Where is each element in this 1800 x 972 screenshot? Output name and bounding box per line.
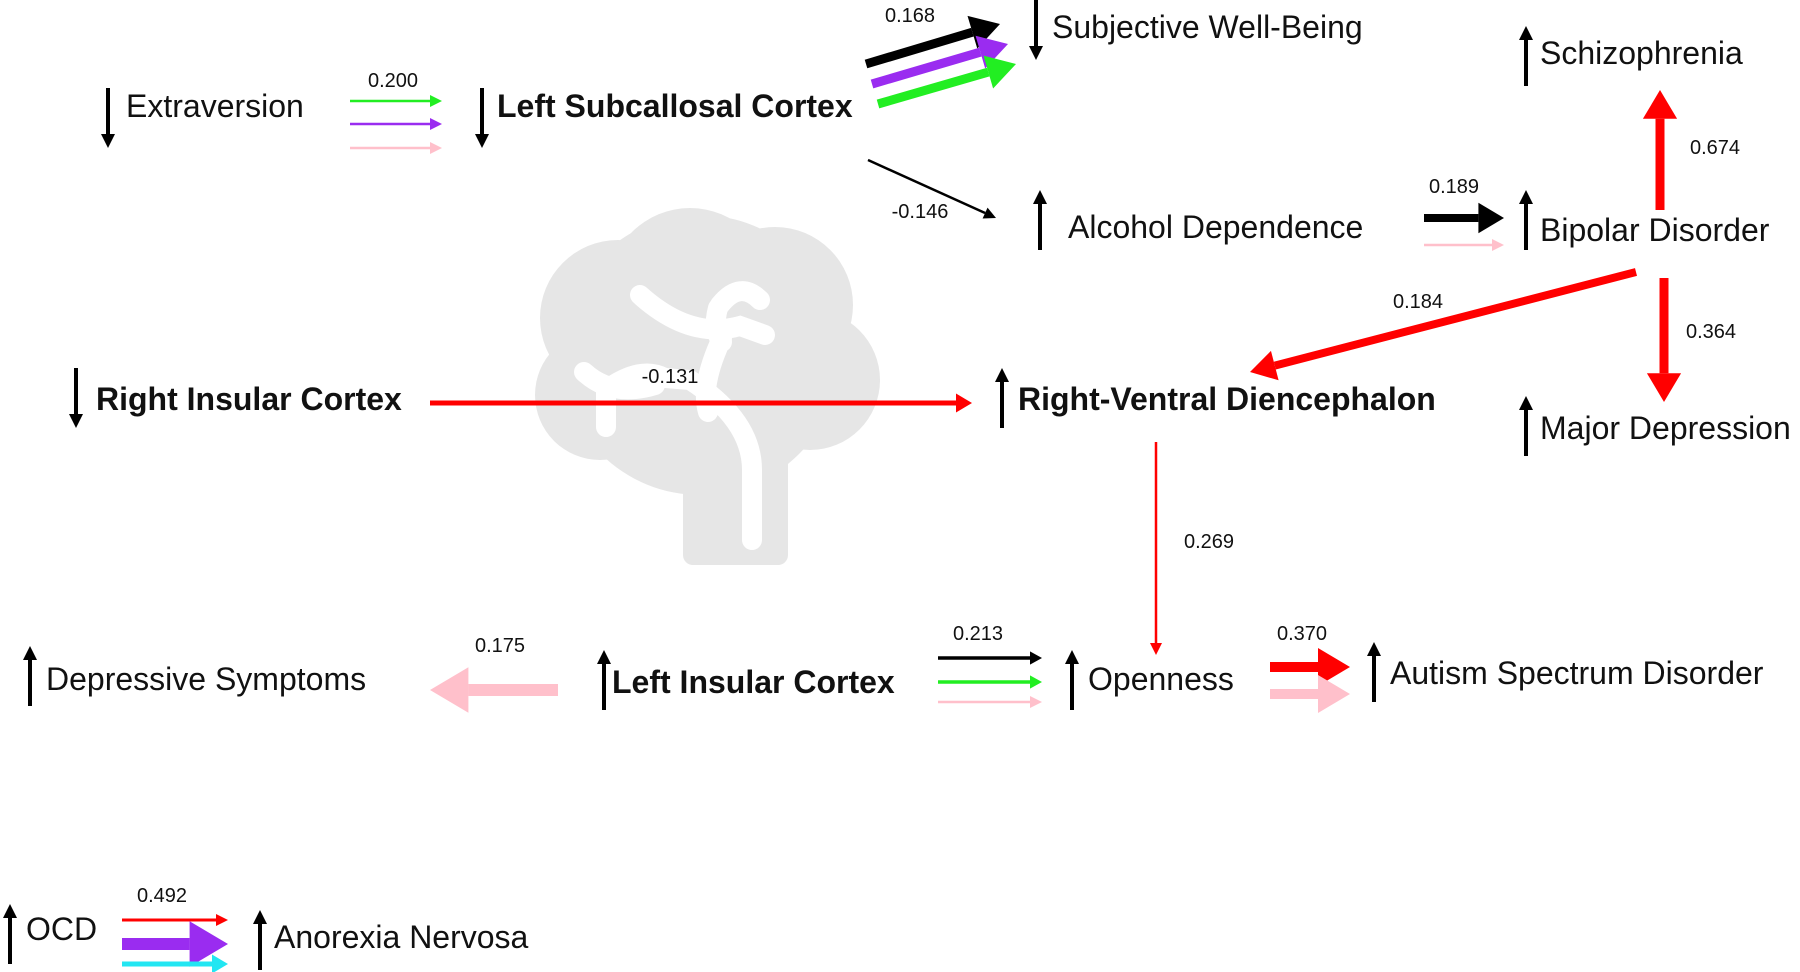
- edge-coefficient: 0.370: [1277, 623, 1327, 645]
- node-label: Subjective Well-Being: [1052, 9, 1363, 45]
- arrow-up-icon: [1367, 642, 1381, 702]
- edge-bipolar-to-major-depression: 0.364: [1646, 278, 1736, 402]
- brain-tree-icon: [535, 208, 880, 565]
- edge-strand-pink: [1270, 675, 1350, 713]
- edge-strand-red: [430, 393, 972, 413]
- arrow-down-icon: [69, 368, 83, 428]
- node-label: Schizophrenia: [1540, 35, 1743, 71]
- edge-extraversion-to-left-subcallosal: 0.200: [350, 70, 442, 154]
- edge-strand-red: [1250, 268, 1638, 381]
- arrow-up-icon: [1065, 650, 1079, 710]
- node-subjective-wellbeing: Subjective Well-Being: [1029, 0, 1363, 60]
- node-extraversion: Extraversion: [101, 88, 304, 148]
- node-right-ventral-dienc: Right-Ventral Diencephalon: [995, 368, 1436, 428]
- edge-strand-black: [867, 158, 996, 219]
- node-label: Extraversion: [126, 88, 304, 124]
- node-left-subcallosal: Left Subcallosal Cortex: [475, 88, 853, 148]
- node-schizophrenia: Schizophrenia: [1519, 26, 1743, 86]
- edge-left-insular-to-openness: 0.213: [938, 623, 1042, 708]
- arrow-down-icon: [1029, 0, 1043, 60]
- node-right-insular: Right Insular Cortex: [69, 368, 402, 428]
- node-openness: Openness: [1065, 650, 1234, 710]
- edge-strand-pink: [350, 142, 442, 154]
- arrow-up-icon: [253, 910, 267, 970]
- edge-coefficient: 0.175: [475, 635, 525, 657]
- node-label: OCD: [26, 911, 97, 947]
- edge-coefficient: 0.189: [1429, 176, 1479, 198]
- edge-strand-black: [938, 651, 1042, 665]
- edge-openness-to-autism: 0.370: [1270, 623, 1350, 713]
- node-label: Bipolar Disorder: [1540, 212, 1770, 248]
- node-autism: Autism Spectrum Disorder: [1367, 642, 1764, 702]
- edge-strand-black: [1424, 202, 1504, 234]
- arrow-up-icon: [1033, 190, 1047, 250]
- node-anorexia: Anorexia Nervosa: [253, 910, 529, 970]
- edge-coefficient: 0.492: [137, 885, 187, 907]
- node-depressive-symptoms: Depressive Symptoms: [23, 646, 366, 706]
- edge-alcohol-dependence-to-bipolar: 0.189: [1424, 176, 1504, 251]
- edge-right-ventral-dienc-to-openness: 0.269: [1150, 442, 1234, 655]
- edge-coefficient: 0.269: [1184, 531, 1234, 553]
- edge-strand-red: [1150, 442, 1162, 655]
- arrow-up-icon: [1519, 26, 1533, 86]
- node-left-insular: Left Insular Cortex: [597, 650, 895, 710]
- edge-right-insular-to-right-ventral-dienc: -0.131: [430, 366, 972, 413]
- arrow-up-icon: [3, 904, 17, 964]
- edge-strand-red: [122, 914, 228, 926]
- node-major-depression: Major Depression: [1519, 396, 1791, 456]
- node-alcohol-dependence: Alcohol Dependence: [1033, 190, 1363, 250]
- edge-strand-red: [1646, 278, 1682, 402]
- node-label: Right-Ventral Diencephalon: [1018, 381, 1436, 417]
- node-label: Openness: [1088, 661, 1234, 697]
- node-label: Anorexia Nervosa: [274, 919, 529, 955]
- arrow-up-icon: [1519, 190, 1533, 250]
- edge-coefficient: 0.364: [1686, 321, 1736, 343]
- edge-coefficient: 0.213: [953, 623, 1003, 645]
- edge-coefficient: -0.131: [642, 366, 699, 388]
- edge-bipolar-to-right-ventral-dienc: 0.184: [1250, 268, 1638, 381]
- edge-left-subcallosal-to-alcohol-dependence: -0.146: [867, 158, 996, 223]
- edge-coefficient: -0.146: [892, 201, 949, 223]
- edge-coefficient: 0.184: [1393, 291, 1443, 313]
- edge-strand-cyan: [122, 954, 228, 972]
- node-label: Depressive Symptoms: [46, 661, 366, 697]
- edge-left-insular-to-depressive-symptoms: 0.175: [430, 635, 558, 713]
- edge-coefficient: 0.674: [1690, 137, 1740, 159]
- node-bipolar: Bipolar Disorder: [1519, 190, 1770, 250]
- edge-coefficient: 0.200: [368, 70, 418, 92]
- node-label: Left Subcallosal Cortex: [497, 88, 853, 124]
- node-label: Right Insular Cortex: [96, 381, 402, 417]
- edge-strand-pink: [938, 696, 1042, 708]
- node-label: Major Depression: [1540, 410, 1791, 446]
- arrow-up-icon: [23, 646, 37, 706]
- edge-strand-green: [350, 95, 442, 107]
- node-label: Autism Spectrum Disorder: [1390, 655, 1764, 691]
- arrow-down-icon: [475, 88, 489, 148]
- edge-strand-red: [1270, 648, 1350, 686]
- edge-ocd-to-anorexia: 0.492: [122, 885, 228, 972]
- edge-strand-purple: [122, 921, 228, 967]
- edge-strand-green: [938, 675, 1042, 689]
- edge-strand-purple: [870, 35, 1008, 89]
- node-label: Alcohol Dependence: [1068, 209, 1363, 245]
- arrow-up-icon: [995, 368, 1009, 428]
- edge-coefficient: 0.168: [885, 5, 935, 27]
- edge-strand-purple: [350, 118, 442, 130]
- arrow-up-icon: [597, 650, 611, 710]
- edge-strand-red: [1642, 90, 1678, 210]
- edge-left-subcallosal-to-subjective-wellbeing: 0.168: [864, 5, 1016, 109]
- arrow-down-icon: [101, 88, 115, 148]
- arrow-up-icon: [1519, 396, 1533, 456]
- edge-strand-pink: [430, 667, 558, 713]
- edge-strand-green: [876, 55, 1016, 109]
- edge-strand-black: [864, 15, 1000, 69]
- node-ocd: OCD: [3, 904, 97, 964]
- edge-bipolar-to-schizophrenia: 0.674: [1642, 90, 1740, 210]
- edge-strand-pink: [1424, 239, 1504, 251]
- node-label: Left Insular Cortex: [612, 664, 895, 700]
